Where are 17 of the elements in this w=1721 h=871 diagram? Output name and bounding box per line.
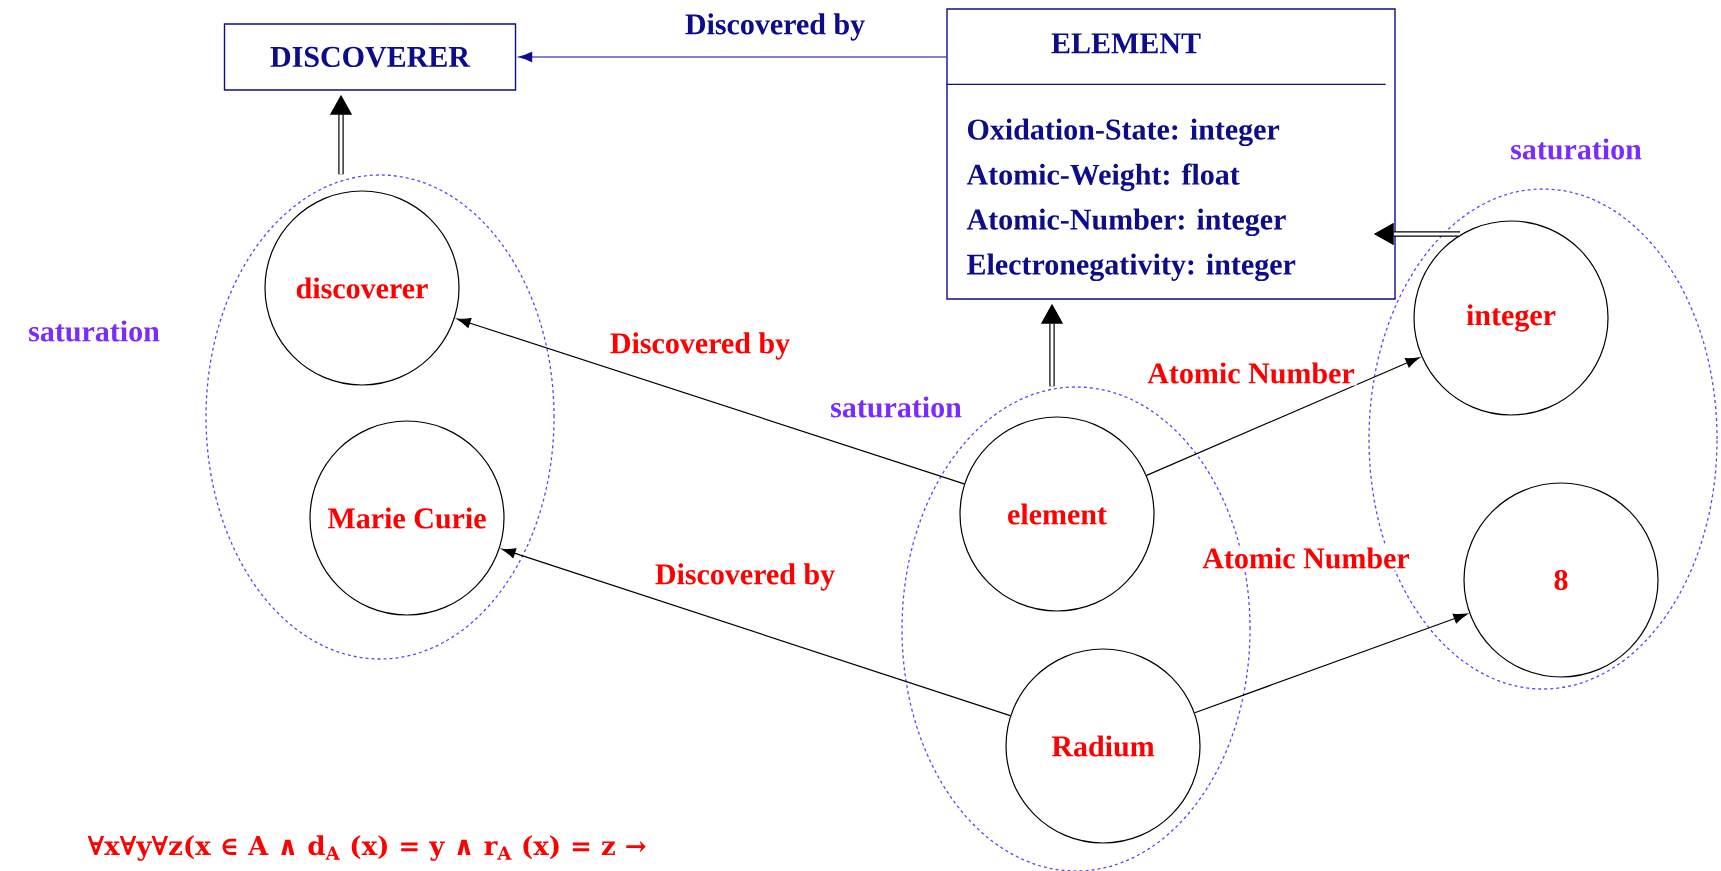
arrow (501, 548, 1011, 717)
saturation-ellipse (205, 174, 555, 660)
saturation-label: saturation (29, 320, 160, 342)
edge-label: Atomic Number (1200, 545, 1412, 571)
saturation-label: saturation (1511, 138, 1642, 160)
class-box: DISCOVERER (223, 23, 517, 91)
edge-label: Discovered by (682, 11, 868, 43)
arrow (1146, 357, 1420, 476)
arrow (456, 318, 965, 485)
edge-label: Discovered by (607, 330, 793, 362)
edge-label: Atomic Number (1145, 360, 1357, 386)
formula-text: ∀x∀y∀z(x ∈ A ∧ d$_{A}$ (x) = y ∧ r$_{A}$ (x) = z → (87, 835, 646, 861)
edge-label: Discovered by (652, 561, 838, 593)
class-box: ELEMENT Oxidation-State: integer Atomic-Weight: float Atomic-Number: integer Electronegativity: integer (945, 8, 1396, 300)
arrow (518, 51, 947, 63)
arrow (1194, 613, 1468, 714)
saturation-label: saturation (831, 396, 962, 418)
